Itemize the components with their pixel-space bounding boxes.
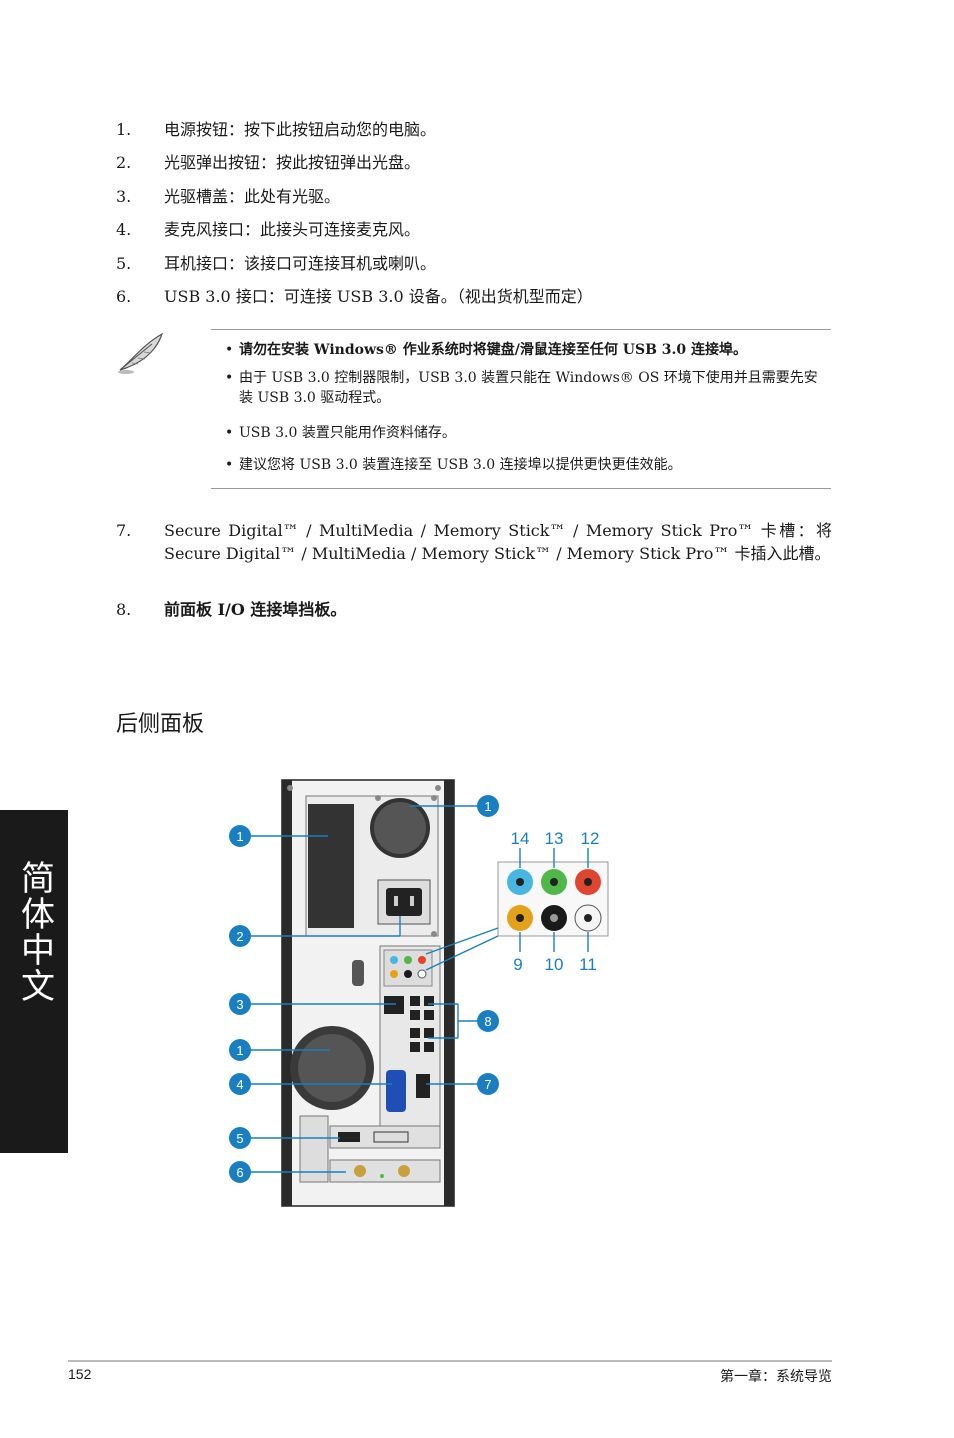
rear-panel-diagram: 1 1 2 3 1 4 5 6 7 8 14 13 12 9 10 11 [229, 779, 609, 1207]
svg-text:5: 5 [236, 1131, 243, 1146]
list-text: 电源按钮：按下此按钮启动您的电脑。 [164, 120, 437, 139]
list-text: 耳机接口：该接口可连接耳机或喇叭。 [164, 254, 437, 273]
callout-3: 3 [229, 993, 251, 1015]
svg-text:3: 3 [236, 997, 243, 1012]
note-bullet: • [225, 425, 234, 441]
callout-5: 5 [229, 1127, 251, 1149]
svg-text:8: 8 [484, 1014, 491, 1029]
list-number: 2. [116, 153, 132, 172]
callout-4: 4 [229, 1073, 251, 1095]
svg-text:2: 2 [236, 929, 243, 944]
footer-divider [68, 1360, 832, 1362]
list-text: 光驱弹出按钮：按此按钮弹出光盘。 [164, 153, 421, 172]
port-label-12: 12 [581, 829, 600, 848]
port-label-9: 9 [513, 955, 522, 974]
leader-lines [250, 805, 589, 1173]
callout-2: 2 [229, 925, 251, 947]
side-tab-char: 文 [21, 967, 55, 1007]
list-text: 光驱槽盖：此处有光驱。 [164, 187, 341, 206]
vent-grille-top [308, 804, 354, 928]
list-text: USB 3.0 接口：可连接 USB 3.0 设备。（视出货机型而定） [164, 287, 593, 306]
port-label-14: 14 [511, 829, 530, 848]
svg-text:7: 7 [484, 1077, 491, 1092]
expansion-slots [299, 1115, 441, 1183]
note-quill-icon [118, 332, 164, 374]
chapter-title: 第一章：系统导览 [720, 1369, 832, 1385]
section-title: 后侧面板 [116, 712, 205, 737]
callout-1-top-right: 1 [477, 795, 499, 817]
io-shield [379, 945, 441, 1139]
note-bullet: • [225, 457, 234, 473]
audio-zoom [497, 861, 609, 937]
language-side-tab: 简 体 中 文 [0, 810, 68, 1153]
callout-6: 6 [229, 1161, 251, 1183]
port-label-10: 10 [545, 955, 564, 974]
note-text: 由于 USB 3.0 控制器限制，USB 3.0 装置只能在 Windows® … [239, 370, 818, 406]
side-tab-char: 中 [21, 931, 55, 971]
callout-1-top-left: 1 [229, 825, 251, 847]
kensington-lock [352, 960, 364, 986]
note-text: USB 3.0 装置只能用作资料储存。 [239, 425, 456, 441]
svg-text:1: 1 [484, 799, 491, 814]
list-text: 前面板 I/O 连接埠挡板。 [164, 600, 347, 619]
list-number: 3. [116, 187, 132, 206]
note-bullet: • [225, 342, 234, 358]
side-tab-char: 简 [21, 859, 55, 899]
svg-text:6: 6 [236, 1165, 243, 1180]
port-label-11: 11 [579, 955, 597, 974]
list-number: 1. [116, 120, 132, 139]
list-text: 麦克风接口：此接头可连接麦克风。 [164, 220, 421, 239]
side-tab-char: 体 [21, 895, 55, 935]
svg-text:1: 1 [236, 829, 243, 844]
callout-8: 8 [477, 1010, 499, 1032]
svg-text:1: 1 [236, 1043, 243, 1058]
list-number: 7. [116, 521, 132, 540]
list-number: 8. [116, 600, 132, 619]
callout-1-lower: 1 [229, 1039, 251, 1061]
svg-text:4: 4 [236, 1077, 243, 1092]
list-text: Secure Digital™ / MultiMedia / Memory St… [164, 521, 832, 563]
page-number: 152 [68, 1366, 92, 1382]
note-bullet: • [225, 370, 234, 386]
note-text: 建议您将 USB 3.0 装置连接至 USB 3.0 连接埠以提供更快更佳效能。 [239, 457, 682, 473]
list-number: 4. [116, 220, 132, 239]
note-text: 请勿在安装 Windows® 作业系统时将键盘/滑鼠连接至任何 USB 3.0 … [239, 342, 748, 358]
callout-7: 7 [477, 1073, 499, 1095]
vent-fan-lower [290, 1026, 374, 1110]
port-label-13: 13 [545, 829, 564, 848]
list-number: 6. [116, 287, 132, 306]
list-number: 5. [116, 254, 132, 273]
note-box: • 请勿在安装 Windows® 作业系统时将键盘/滑鼠连接至任何 USB 3.… [211, 329, 831, 489]
